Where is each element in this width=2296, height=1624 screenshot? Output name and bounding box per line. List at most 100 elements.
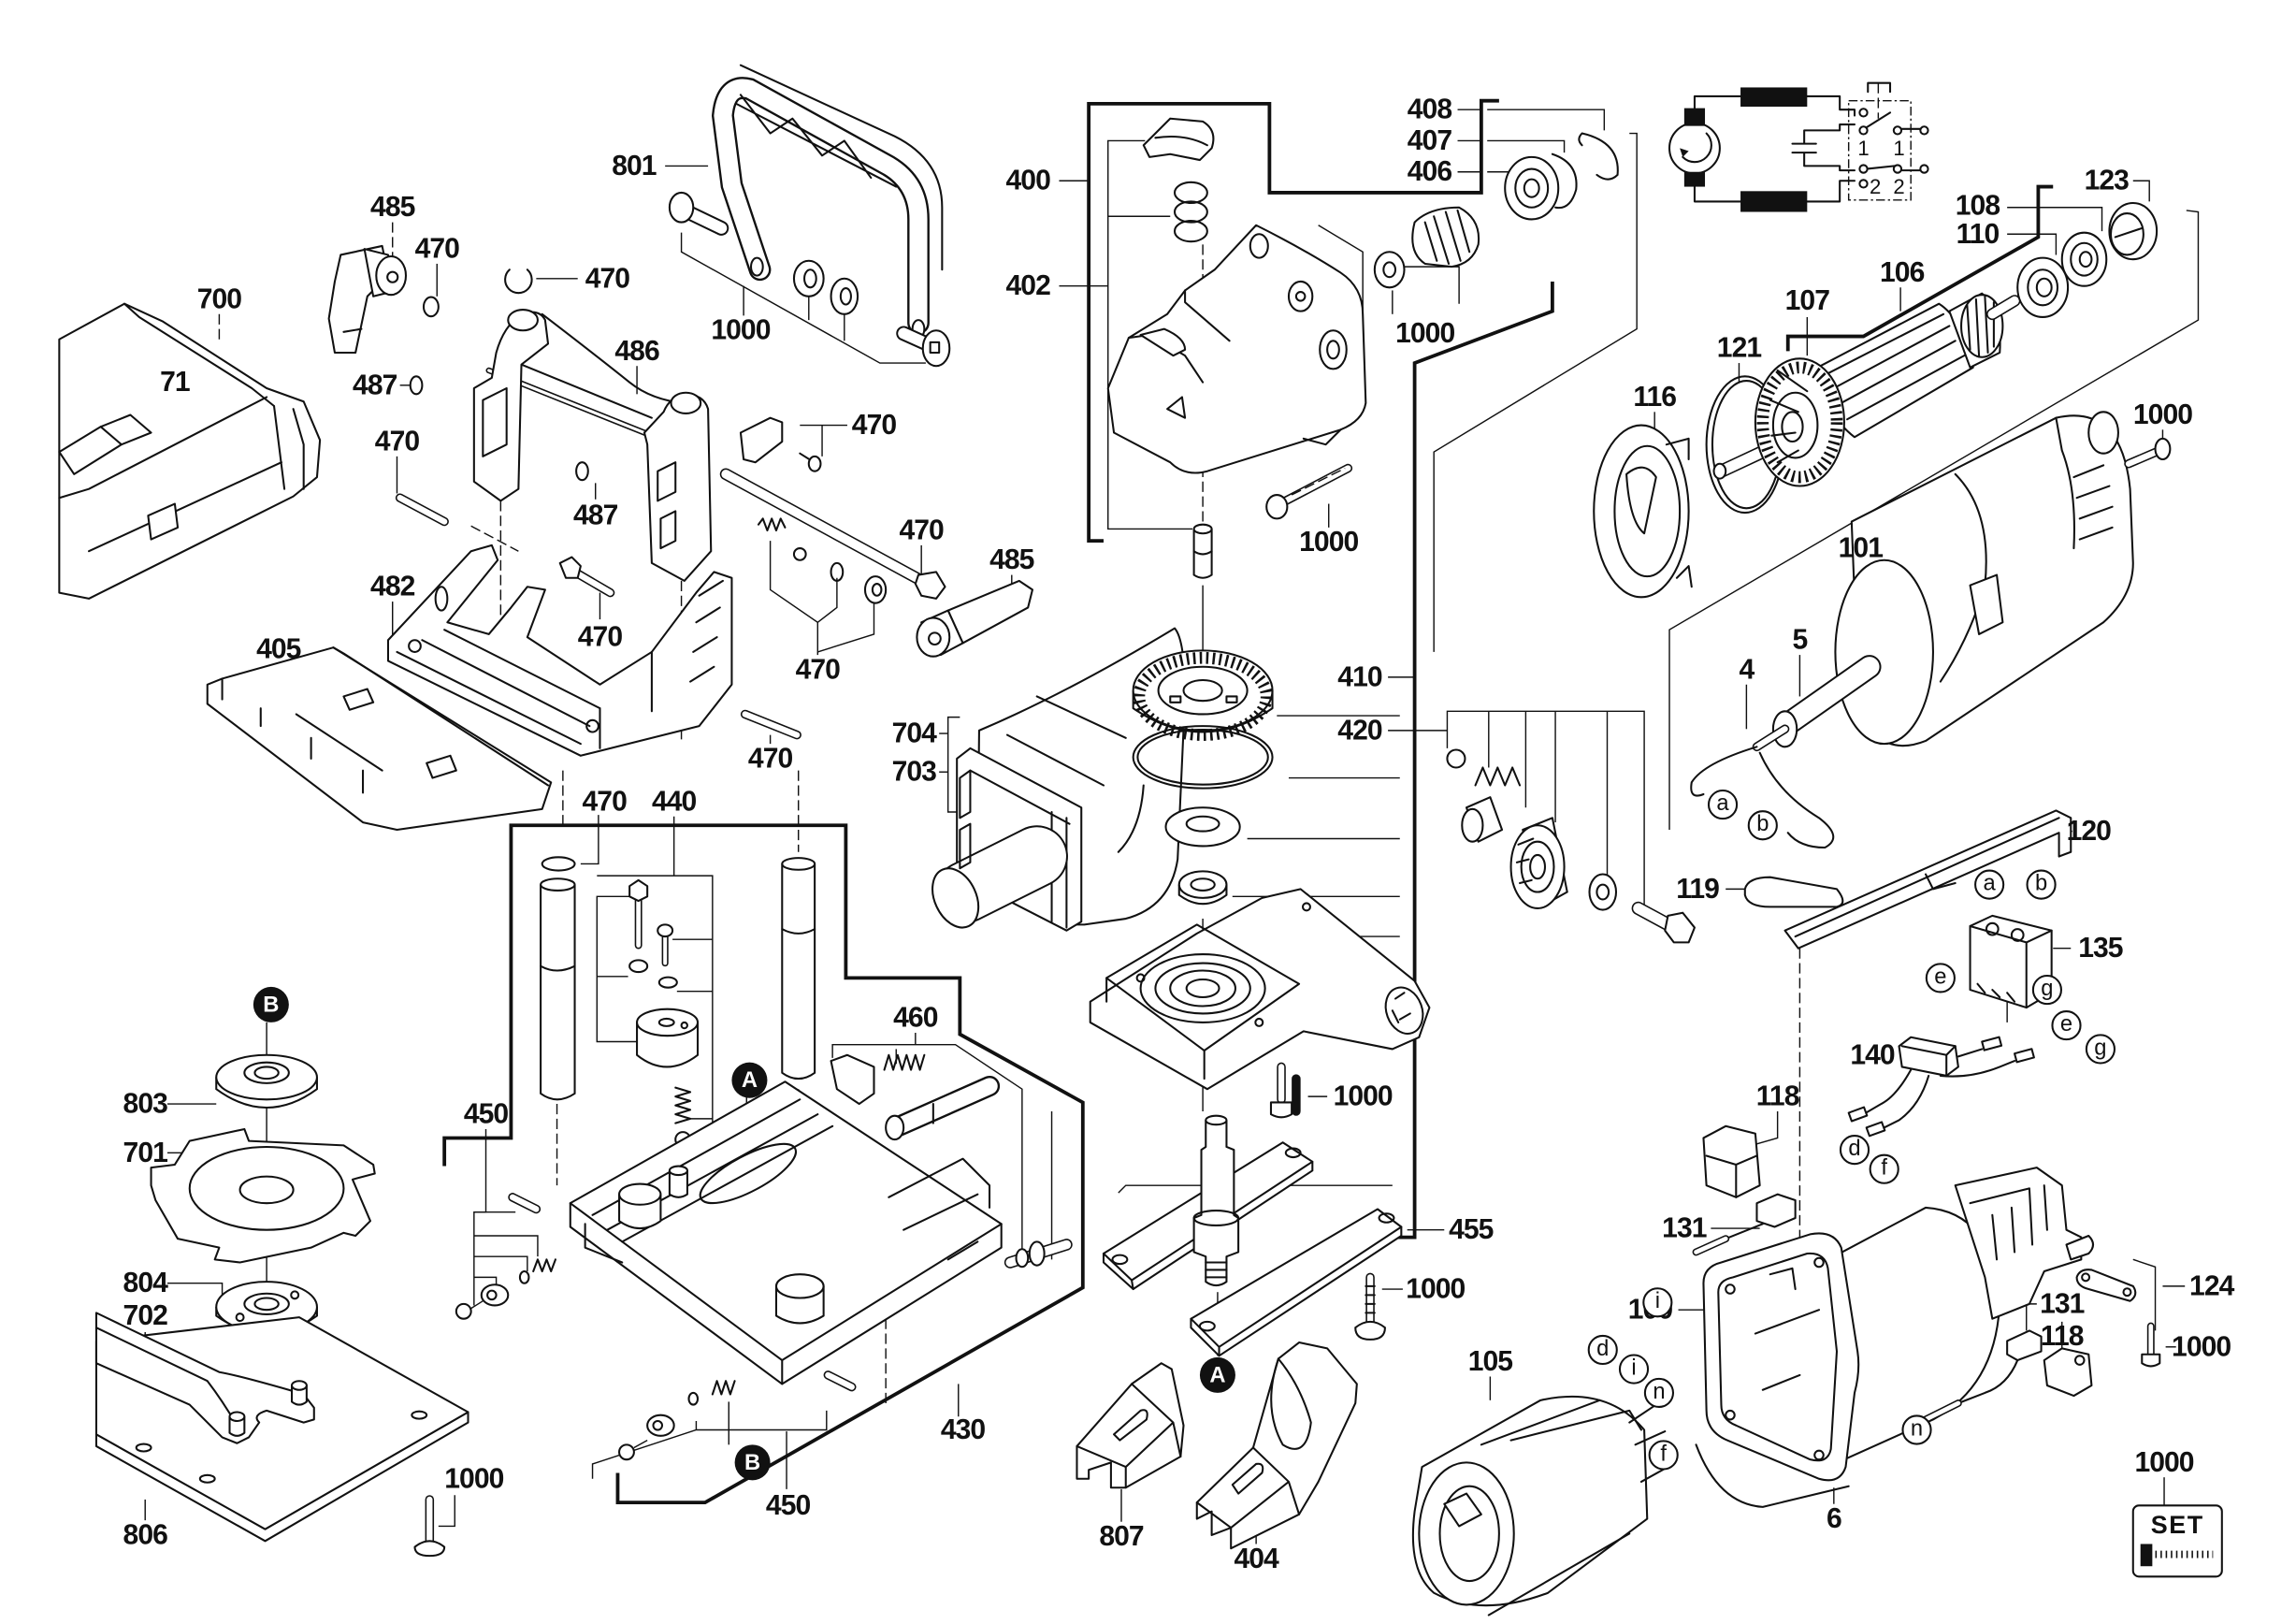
callout-806: 806: [123, 1519, 168, 1550]
svg-text:e: e: [1934, 964, 1946, 989]
callout-801: 801: [612, 151, 657, 181]
part-470-sleeve: [422, 296, 440, 318]
leader-131-right: [2026, 1303, 2037, 1331]
leader-450-spring: [473, 1235, 539, 1257]
arrow-head-icon: [1680, 148, 1689, 157]
callout-407: 407: [1408, 125, 1452, 156]
bracket-460: [831, 1043, 1023, 1253]
part-108-bearing: [2060, 231, 2108, 287]
svg-text:g: g: [2041, 976, 2053, 1001]
part-408-circlip: [1578, 132, 1619, 181]
callout-131: 131: [2040, 1288, 2085, 1319]
callout-430: 430: [941, 1414, 986, 1445]
part-440-nut: [628, 959, 649, 974]
marker-b-cutter: B: [253, 986, 289, 1022]
callout-5: 5: [1793, 625, 1808, 656]
parts: [58, 64, 2172, 1617]
callout-470: 470: [899, 515, 944, 546]
callout-119: 119: [1676, 874, 1719, 905]
part-470-ring: [830, 561, 845, 582]
part-701-cutter-blade: [150, 1127, 376, 1264]
part-470-pin-right: [740, 709, 801, 740]
leader-455-upper: [1118, 1184, 1393, 1194]
part-450-guide-rod-right: [781, 857, 816, 1080]
part-420-bearing: [1509, 817, 1568, 909]
part-106-armature: [1712, 292, 2021, 487]
callout-804: 804: [123, 1268, 169, 1298]
part-430-base-plate: [569, 1080, 1003, 1385]
bracket-430: [442, 823, 1085, 1505]
part-120-switch-rod: [1783, 809, 2072, 950]
part-405-fence-plate: [206, 646, 553, 832]
callout-460: 460: [893, 1003, 938, 1034]
callout-700: 700: [197, 283, 242, 314]
part-485-clamp-lever-right: [916, 579, 1033, 658]
callout-106: 106: [1880, 257, 1925, 288]
callout-470: 470: [583, 786, 628, 817]
callout-404: 404: [1234, 1544, 1279, 1574]
part-470-spring: [757, 517, 787, 532]
leader-1000-plate: [438, 1495, 455, 1528]
connector-e-capacitor: e: [2051, 1010, 2082, 1041]
part-100-motor-housing: [1702, 1167, 2095, 1482]
part-460-spring: [883, 1053, 926, 1071]
connector-i-stator: i: [1618, 1354, 1650, 1385]
bracket-470-ring: [816, 577, 838, 623]
part-485-clamp-lever-top: [327, 244, 408, 355]
part-1000-screw-455: [1354, 1272, 1386, 1341]
connector-a-cord: a: [1707, 790, 1739, 820]
part-131-carbon-brush-right: [1922, 1329, 2043, 1424]
leader-450-ring: [473, 1255, 528, 1272]
connector-i-brush: i: [1642, 1287, 1673, 1318]
bracket-440-left: [596, 895, 638, 1043]
svg-text:i: i: [1631, 1355, 1636, 1380]
callout-1000: 1000: [2172, 1331, 2231, 1362]
part-116-fan-baffle: [1593, 424, 1693, 599]
part-1000-spring-screw: [1265, 463, 1353, 520]
callout-140: 140: [1850, 1039, 1895, 1070]
field-winding-bottom: [1740, 191, 1808, 212]
part-420-spring: [1474, 766, 1522, 787]
callout-107: 107: [1785, 285, 1830, 316]
leader-450-sleeve: [473, 1276, 498, 1286]
part-460-latch: [830, 1053, 875, 1106]
callout-1000: 1000: [2133, 399, 2192, 430]
part-450-detent-bottom: [618, 1370, 857, 1461]
part-410-gear-base: [1089, 888, 1431, 1091]
callout-120: 120: [2067, 816, 2112, 847]
switch-contact-points: [1858, 108, 1929, 189]
part-470-retaining-ring: [504, 268, 533, 295]
callout-1000: 1000: [1334, 1081, 1393, 1112]
bracket-106: [1785, 184, 2054, 352]
part-420-ball: [1446, 748, 1466, 769]
part-washer-handle-b: [830, 277, 859, 315]
callout-1000: 1000: [1299, 527, 1358, 558]
part-801-handle: [711, 64, 944, 340]
leader-118-left: [1756, 1110, 1779, 1145]
callout-702: 702: [123, 1300, 168, 1331]
reference-markers: B A B A: [253, 986, 1235, 1481]
bracket-450-left: [473, 1128, 487, 1306]
callout-131: 131: [1662, 1213, 1707, 1244]
part-402-gear-cover: [1106, 224, 1367, 474]
set-badge-frame: [2131, 1504, 2223, 1578]
cap-edge: [1154, 135, 1208, 147]
callout-803: 803: [123, 1089, 168, 1120]
brush-symbol-bottom: [1683, 171, 1706, 187]
connector-b-cord: b: [1747, 810, 1778, 841]
svg-text:g: g: [2094, 1035, 2106, 1060]
part-410-bevel-gear: [1132, 649, 1274, 741]
callout-470: 470: [796, 654, 841, 685]
connector-e-switch: e: [1925, 963, 1956, 993]
set-badge-label: SET: [2151, 1511, 2204, 1539]
callout-470: 470: [748, 743, 793, 774]
svg-text:f: f: [1881, 1155, 1887, 1181]
leader-123: [2132, 180, 2150, 202]
callout-485: 485: [989, 544, 1034, 575]
bracket-402: [1107, 139, 1193, 530]
part-410-washer: [1164, 806, 1241, 848]
part-470-washer: [863, 575, 888, 604]
bracket-1000-handle: [680, 232, 926, 364]
part-430-adjust-bolt: [1004, 1239, 1073, 1269]
